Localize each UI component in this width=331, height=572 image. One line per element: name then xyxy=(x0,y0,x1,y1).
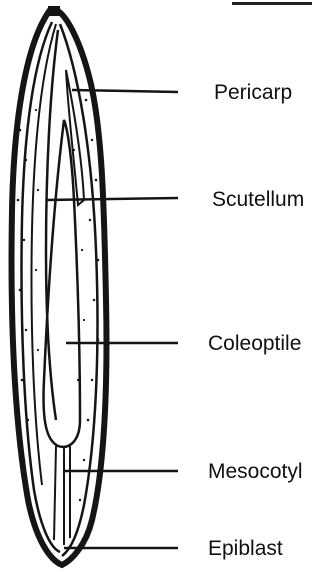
pericarp-leader xyxy=(72,90,178,92)
grain-tip xyxy=(48,6,60,16)
scutellum-leader xyxy=(46,198,178,200)
label-coleoptile: Coleoptile xyxy=(208,333,301,354)
leader-lines xyxy=(46,90,178,548)
label-pericarp: Pericarp xyxy=(214,82,292,103)
mesocotyl-body xyxy=(54,446,70,545)
scutellum-body xyxy=(46,30,58,420)
label-mesocotyl: Mesocotyl xyxy=(208,461,303,482)
label-epiblast: Epiblast xyxy=(208,538,283,559)
grain-outline xyxy=(12,10,107,565)
label-scutellum: Scutellum xyxy=(212,189,304,210)
